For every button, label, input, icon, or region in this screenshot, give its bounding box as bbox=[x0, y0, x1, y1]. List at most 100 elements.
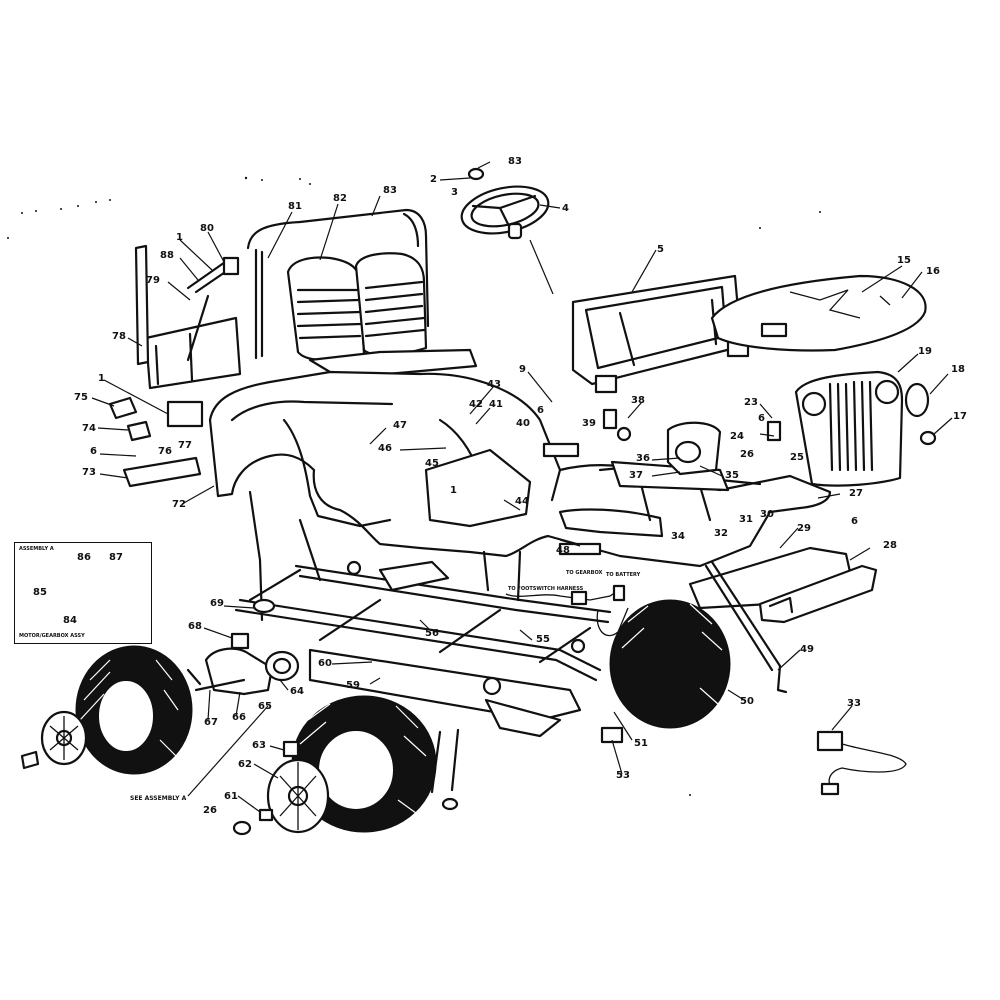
callout-48: 48 bbox=[556, 545, 570, 556]
callout-55: 55 bbox=[536, 634, 550, 645]
callout-41: 41 bbox=[489, 399, 503, 410]
callout-18: 18 bbox=[951, 364, 965, 375]
leader-lines bbox=[47, 161, 953, 813]
hood bbox=[710, 274, 927, 352]
callout-80: 80 bbox=[200, 223, 214, 234]
callout-4: 4 bbox=[562, 203, 569, 214]
callout-36: 36 bbox=[636, 453, 650, 464]
roll-bar bbox=[246, 208, 430, 360]
callout-17: 17 bbox=[953, 411, 967, 422]
callout-5: 5 bbox=[657, 244, 664, 255]
callout-2: 2 bbox=[430, 174, 437, 185]
callout-68: 68 bbox=[188, 621, 202, 632]
callout-44: 44 bbox=[515, 496, 529, 507]
callout-51: 51 bbox=[634, 738, 648, 749]
callout-83-top: 83 bbox=[508, 156, 522, 167]
callout-82: 82 bbox=[333, 193, 347, 204]
callout-38: 38 bbox=[631, 395, 645, 406]
callout-81: 81 bbox=[288, 201, 302, 212]
callout-29: 29 bbox=[797, 523, 811, 534]
callout-40: 40 bbox=[516, 418, 530, 429]
callout-74: 74 bbox=[82, 423, 96, 434]
rear-panel bbox=[144, 294, 242, 390]
inset-footer: MOTOR/GEARBOX ASSY bbox=[19, 633, 85, 639]
label-to-gearbox: TO GEARBOX bbox=[566, 570, 603, 576]
callout-56: 56 bbox=[425, 628, 439, 639]
callout-26-dash: 26 bbox=[740, 449, 754, 460]
callout-28: 28 bbox=[883, 540, 897, 551]
callout-34: 34 bbox=[671, 531, 685, 542]
wiring-harness bbox=[505, 584, 629, 637]
callout-6-right: 6 bbox=[758, 413, 765, 424]
charger bbox=[816, 730, 907, 796]
callout-72: 72 bbox=[172, 499, 186, 510]
callout-49: 49 bbox=[800, 644, 814, 655]
callout-77: 77 bbox=[178, 440, 192, 451]
callout-63: 63 bbox=[252, 740, 266, 751]
steering-wheel bbox=[460, 167, 554, 295]
callout-78: 78 bbox=[112, 331, 126, 342]
callout-53: 53 bbox=[616, 770, 630, 781]
callout-65: 65 bbox=[258, 701, 272, 712]
callout-35: 35 bbox=[725, 470, 739, 481]
callout-23: 23 bbox=[744, 397, 758, 408]
inset-heading: ASSEMBLY A bbox=[19, 546, 54, 552]
inset-callout-85: 85 bbox=[33, 587, 47, 598]
callout-42: 42 bbox=[469, 399, 483, 410]
callout-26-bottom: 26 bbox=[203, 805, 217, 816]
body-tub bbox=[208, 370, 832, 568]
callout-37: 37 bbox=[629, 470, 643, 481]
callout-9: 9 bbox=[519, 364, 526, 375]
callout-1-upper: 1 bbox=[176, 232, 183, 243]
hubcap-front-left bbox=[232, 740, 330, 836]
callout-46: 46 bbox=[378, 443, 392, 454]
tire-rear-left bbox=[75, 645, 193, 775]
chassis-frame bbox=[234, 560, 612, 738]
callout-6-center: 6 bbox=[537, 405, 544, 416]
label-see-assembly: SEE ASSEMBLY A bbox=[130, 795, 187, 802]
assembly-a-inset: ASSEMBLY A 86 87 85 84 MOTOR/GEARBOX ASS… bbox=[14, 542, 152, 644]
tire-front-right bbox=[609, 599, 731, 729]
callout-6-far-right: 6 bbox=[851, 516, 858, 527]
scan-specks bbox=[7, 176, 821, 796]
callout-61: 61 bbox=[224, 791, 238, 802]
gearbox-assembly bbox=[186, 598, 624, 811]
callout-30: 30 bbox=[760, 509, 774, 520]
callout-24: 24 bbox=[730, 431, 744, 442]
inset-callout-84: 84 bbox=[63, 615, 77, 626]
callout-50: 50 bbox=[740, 696, 754, 707]
callout-25: 25 bbox=[790, 452, 804, 463]
rear-bumper bbox=[122, 456, 202, 488]
callout-19: 19 bbox=[918, 346, 932, 357]
callout-67: 67 bbox=[204, 717, 218, 728]
callout-64: 64 bbox=[290, 686, 304, 697]
inset-callout-87: 87 bbox=[109, 552, 123, 563]
label-to-footswitch: TO FOOTSWITCH HARNESS bbox=[508, 586, 584, 592]
steering-rod bbox=[704, 560, 788, 694]
callout-39: 39 bbox=[582, 418, 596, 429]
callout-83-rollbar: 83 bbox=[383, 185, 397, 196]
callout-31: 31 bbox=[739, 514, 753, 525]
callout-15: 15 bbox=[897, 255, 911, 266]
callout-45: 45 bbox=[425, 458, 439, 469]
callout-32: 32 bbox=[714, 528, 728, 539]
callout-27: 27 bbox=[849, 488, 863, 499]
callout-33: 33 bbox=[847, 698, 861, 709]
callout-60-axle: 60 bbox=[318, 658, 332, 669]
callout-16: 16 bbox=[926, 266, 940, 277]
grille bbox=[794, 370, 937, 487]
callout-62: 62 bbox=[238, 759, 252, 770]
seats bbox=[286, 252, 478, 408]
callout-1-left: 1 bbox=[98, 373, 105, 384]
callout-6-left: 6 bbox=[90, 446, 97, 457]
callout-43: 43 bbox=[487, 379, 501, 390]
dash-parts bbox=[108, 244, 782, 556]
callout-47: 47 bbox=[393, 420, 407, 431]
callout-66: 66 bbox=[232, 712, 246, 723]
callout-69: 69 bbox=[210, 598, 224, 609]
callout-1-dash: 1 bbox=[450, 485, 457, 496]
callout-59: 59 bbox=[346, 680, 360, 691]
callout-88: 88 bbox=[160, 250, 174, 261]
